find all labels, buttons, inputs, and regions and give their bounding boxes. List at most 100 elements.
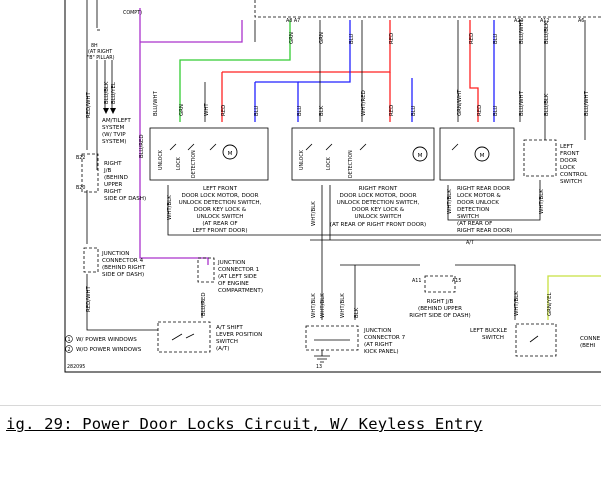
right-rear-label: RIGHT REAR DOOR LOCK MOTOR & DOOR UNLOCK… [457, 186, 512, 234]
wire-blu-left [255, 81, 299, 122]
svg-text:LEVER POSITION: LEVER POSITION [216, 332, 262, 338]
wire-label-red-3: RED [477, 105, 483, 116]
am-left-system-label: AM/TILEFT SYSTEM (W/ TVIP SYSTEM) [102, 118, 131, 145]
wire-purple-lower [139, 250, 209, 265]
rr-motor-icon: M [474, 146, 490, 162]
wire-label-red-top: RED [389, 33, 395, 44]
wire-label-wht-blk-6: WHT/BLK [320, 293, 326, 318]
wire-label-red-wht-1: RED/WHT [86, 91, 92, 118]
wire-label-blu-wht-1: BLU/WHT [153, 90, 159, 116]
wire-red-rear [469, 20, 479, 122]
wire-label-blu-blk: BLU/BLK [104, 81, 110, 104]
wire-label-red-2: RED [389, 105, 395, 116]
svg-text:SIDE OF DASH): SIDE OF DASH) [102, 272, 144, 278]
wire-label-blu-wht-2: BLU/WHT [519, 90, 525, 116]
at-right-b-pillar-2: "B" PILLAR) [87, 55, 115, 61]
wire-grn-yel [547, 275, 601, 320]
wire-label-wht-blk-2: WHT/BLK [311, 201, 317, 226]
wire-label-blu-blk-3: BLU/BLK [544, 93, 550, 116]
wire-label-blu-1: BLU [254, 106, 260, 116]
down-arrow-icon [103, 108, 116, 114]
pin-8h: 8H [91, 43, 98, 49]
svg-text:UNLOCK SWITCH: UNLOCK SWITCH [355, 214, 402, 220]
wire-label-red-wht-2: RED/WHT [86, 285, 92, 312]
buckle-switch-contacts [529, 335, 539, 343]
wire-label-grn-1: GRN [179, 104, 185, 116]
svg-text:(BEHI: (BEHI [580, 343, 596, 349]
lf-detection-label: DETECTION [191, 150, 197, 178]
svg-text:DOOR KEY LOCK &: DOOR KEY LOCK & [194, 207, 247, 213]
svg-text:RIGHT SIDE OF DASH): RIGHT SIDE OF DASH) [409, 313, 470, 319]
svg-text:DOOR: DOOR [560, 158, 577, 164]
svg-text:UNLOCK DETECTION SWITCH,: UNLOCK DETECTION SWITCH, [179, 200, 262, 206]
svg-text:SYSTEM: SYSTEM [102, 125, 124, 131]
svg-text:1: 1 [67, 337, 70, 343]
svg-text:LOCK: LOCK [560, 165, 575, 171]
svg-text:CONNECTOR 4: CONNECTOR 4 [102, 258, 144, 264]
svg-text:LEFT FRONT: LEFT FRONT [203, 186, 238, 192]
left-front-switch-box [149, 127, 269, 181]
svg-text:AM/TILEFT: AM/TILEFT [102, 118, 131, 124]
shift-lever-switch-box [157, 321, 211, 353]
wire-black-lf-bottom [167, 185, 601, 236]
at-label: A/T [466, 240, 474, 246]
svg-text:SWITCH: SWITCH [216, 339, 238, 345]
right-front-label: RIGHT FRONT DOOR LOCK MOTOR, DOOR UNLOCK… [330, 186, 426, 228]
svg-text:RIGHT REAR DOOR): RIGHT REAR DOOR) [457, 228, 512, 234]
right-front-switch-box [291, 127, 435, 181]
svg-text:KICK PANEL): KICK PANEL) [364, 349, 399, 355]
rr-switch-contacts [451, 143, 459, 151]
wire-label-wht-blk-4: WHT/BLK [539, 189, 545, 214]
svg-text:M: M [418, 153, 423, 159]
wire-label-grn-top: GRN [289, 32, 295, 44]
svg-text:(BEHIND RIGHT: (BEHIND RIGHT [102, 265, 146, 271]
wire-label-blu-3: BLU [411, 106, 417, 116]
left-buckle-label: LEFT BUCKLE SWITCH [470, 328, 508, 341]
svg-text:SIDE OF DASH): SIDE OF DASH) [104, 196, 146, 202]
svg-text:A/T SHIFT: A/T SHIFT [216, 325, 243, 331]
caption-divider [0, 405, 601, 406]
svg-text:FRONT: FRONT [560, 151, 580, 157]
svg-text:(A/T): (A/T) [216, 346, 230, 352]
junction-7-box [305, 325, 359, 351]
left-front-label: LEFT FRONT DOOR LOCK MOTOR, DOOR UNLOCK … [179, 186, 262, 234]
wire-label-grn-yel: GRN/YEL [547, 293, 553, 316]
svg-text:DOOR KEY LOCK &: DOOR KEY LOCK & [352, 207, 405, 213]
wire-label-blu-top-2: BLU [493, 34, 499, 44]
svg-text:LOCK MOTOR &: LOCK MOTOR & [457, 193, 501, 199]
svg-text:DETECTION: DETECTION [457, 207, 489, 213]
svg-text:UPPER: UPPER [104, 182, 122, 188]
pin-a6: A6 [578, 18, 584, 24]
svg-text:LEFT BUCKLE: LEFT BUCKLE [470, 328, 508, 334]
wire-black-redwht [86, 0, 158, 331]
svg-text:(AT LEFT SIDE: (AT LEFT SIDE [218, 274, 257, 280]
junction-4-label: JUNCTION CONNECTOR 4 (BEHIND RIGHT SIDE … [101, 251, 146, 278]
svg-text:CONNECTOR 1: CONNECTOR 1 [218, 267, 260, 273]
pin-b22: B22 [76, 155, 85, 161]
svg-text:OF ENGINE: OF ENGINE [218, 281, 249, 287]
lf-switch-contacts [169, 143, 217, 151]
wire-label-blu-wht-3: BLU/WHT [584, 90, 590, 116]
wire-label-blu-4: BLU [493, 106, 499, 116]
wire-label-wht-blk-1: WHT/BLK [167, 195, 173, 220]
svg-text:SWITCH: SWITCH [457, 214, 479, 220]
svg-text:DOOR LOCK MOTOR, DOOR: DOOR LOCK MOTOR, DOOR [340, 193, 417, 199]
junction-4-box [83, 247, 99, 273]
svg-text:JUNCTION: JUNCTION [217, 260, 246, 266]
wire-label-wht-red: WHT/RED [361, 90, 367, 116]
wire-black-rjb [340, 264, 516, 320]
wire-grn-loop [179, 20, 291, 122]
svg-text:W/O POWER WINDOWS: W/O POWER WINDOWS [76, 347, 142, 353]
wire-label-red-top-2: RED [469, 33, 475, 44]
right-jb-lower-label: A11 A15 RIGHT J/B (BEHIND UPPER RIGHT SI… [409, 278, 470, 319]
right-edge-label: CONNE (BEHI [580, 336, 601, 349]
wire-label-wht-blk-8: WHT/BLK [514, 291, 520, 316]
svg-text:JUNCTION: JUNCTION [101, 251, 130, 257]
pin-b20: B20 [76, 185, 85, 191]
lf-motor-icon: M [222, 144, 238, 160]
top-dashed-bracket [254, 0, 601, 18]
wire-label-blk-2: BLK [354, 307, 360, 318]
wire-label-blu-wht-top: BLU/WHT [519, 18, 525, 44]
diagram-id: 282095 [67, 364, 85, 370]
wire-label-red-1: RED [221, 105, 227, 116]
